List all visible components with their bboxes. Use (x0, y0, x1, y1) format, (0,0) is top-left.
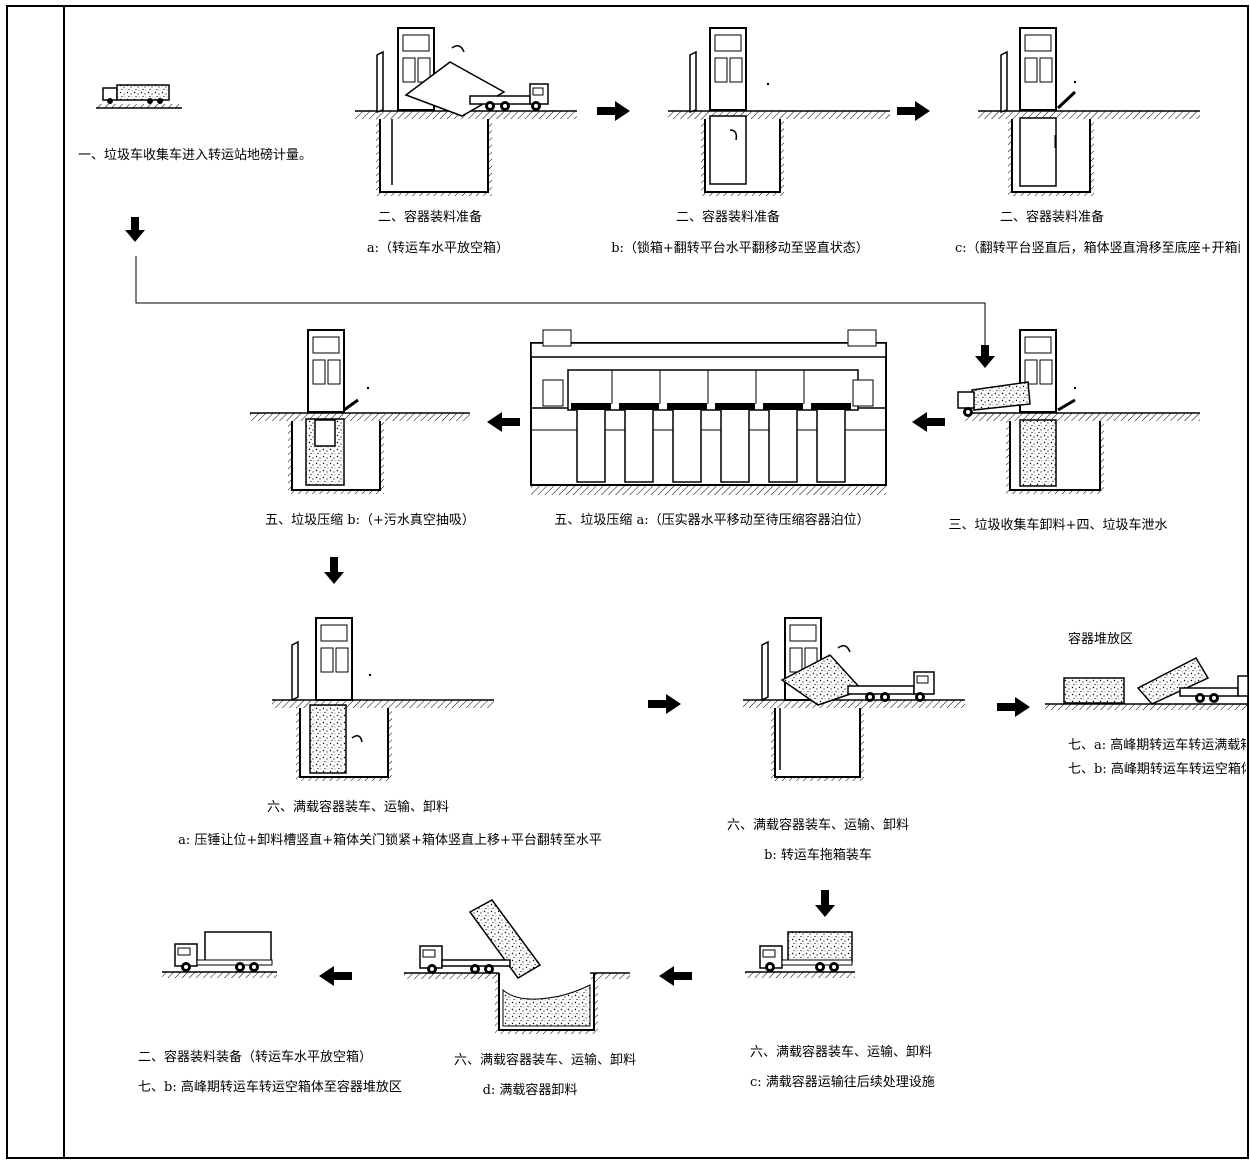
caption-6b-title: 六、满载容器装车、运输、卸料 (727, 818, 909, 834)
flow-connector-1 (125, 217, 985, 345)
caption-3-4: 三、垃圾收集车卸料+四、垃圾车泄水 (949, 518, 1168, 534)
caption-6c-detail: c: 满载容器运输往后续处理设施 (750, 1075, 935, 1091)
truck-empty-container (162, 932, 277, 978)
caption-7b: 七、b: 高峰期转运车转运空箱体至容器堆 (1068, 762, 1246, 778)
arrow-down-6b-6c (815, 890, 835, 917)
truck-6c (745, 932, 855, 978)
storage-area-title: 容器堆放区 (1068, 632, 1133, 648)
arrow-right-6a-6b (648, 694, 681, 714)
outer-frame (7, 6, 1248, 1158)
station-6b (743, 618, 965, 781)
station-6a (272, 618, 494, 781)
caption-6b-detail: b: 转运车拖箱装车 (764, 848, 872, 864)
caption-2b-detail: b:（锁箱+翻转平台水平翻移动至竖直状态） (611, 241, 869, 257)
arrow-right-2b-2c (897, 101, 930, 121)
arrow-down-5b-6a (324, 557, 344, 584)
station-2c (978, 28, 1200, 196)
caption-2b-title: 二、容器装料准备 (676, 210, 780, 226)
caption-5a: 五、垃圾压缩 a:（压实器水平移动至待压缩容器泊位） (554, 513, 869, 529)
caption-6c-title: 六、满载容器装车、运输、卸料 (750, 1045, 932, 1061)
arrow-left-34-5a (912, 412, 945, 432)
station-2a (355, 28, 577, 196)
caption-2a-detail: a:（转运车水平放空箱） (367, 241, 509, 257)
arrow-left-6c-6d (659, 966, 692, 986)
caption-2-final-title: 二、容器装料装备（转运车水平放空箱） (138, 1050, 372, 1066)
unloading-pit-6d (404, 900, 630, 1034)
caption-6d-detail: d: 满载容器卸料 (483, 1083, 578, 1099)
station-2b (668, 28, 890, 196)
station-3-4 (958, 330, 1200, 494)
caption-2c-detail: c:（翻转平台竖直后，箱体竖直滑移至底座+开箱门+卸料溜槽水平放 (955, 241, 1240, 257)
collection-truck-step1 (96, 85, 182, 108)
caption-6a-detail: a: 压锤让位+卸料槽竖直+箱体关门锁紧+箱体竖直上移+平台翻转至水平 (178, 833, 602, 849)
station-5a-compactor-hall (531, 330, 886, 495)
caption-7b-final: 七、b: 高峰期转运车转运空箱体至容器堆放区 (138, 1080, 402, 1096)
arrow-right-6b-storage (997, 697, 1030, 717)
storage-area (1045, 658, 1248, 710)
arrow-left-5a-5b (487, 412, 520, 432)
arrow-right-2a-2b (597, 101, 630, 121)
caption-6d-title: 六、满载容器装车、运输、卸料 (454, 1053, 636, 1069)
caption-2c-title: 二、容器装料准备 (1000, 210, 1104, 226)
caption-6a-title: 六、满载容器装车、运输、卸料 (267, 800, 449, 816)
arrow-left-6d-2final (319, 966, 352, 986)
caption-5b: 五、垃圾压缩 b:（+污水真空抽吸） (265, 513, 475, 529)
station-5b (250, 330, 470, 494)
caption-step1: 一、垃圾车收集车进入转运站地磅计量。 (78, 148, 312, 164)
caption-2a-title: 二、容器装料准备 (378, 210, 482, 226)
caption-7a: 七、a: 高峰期转运车转运满载箱体至容器 (1068, 738, 1246, 754)
